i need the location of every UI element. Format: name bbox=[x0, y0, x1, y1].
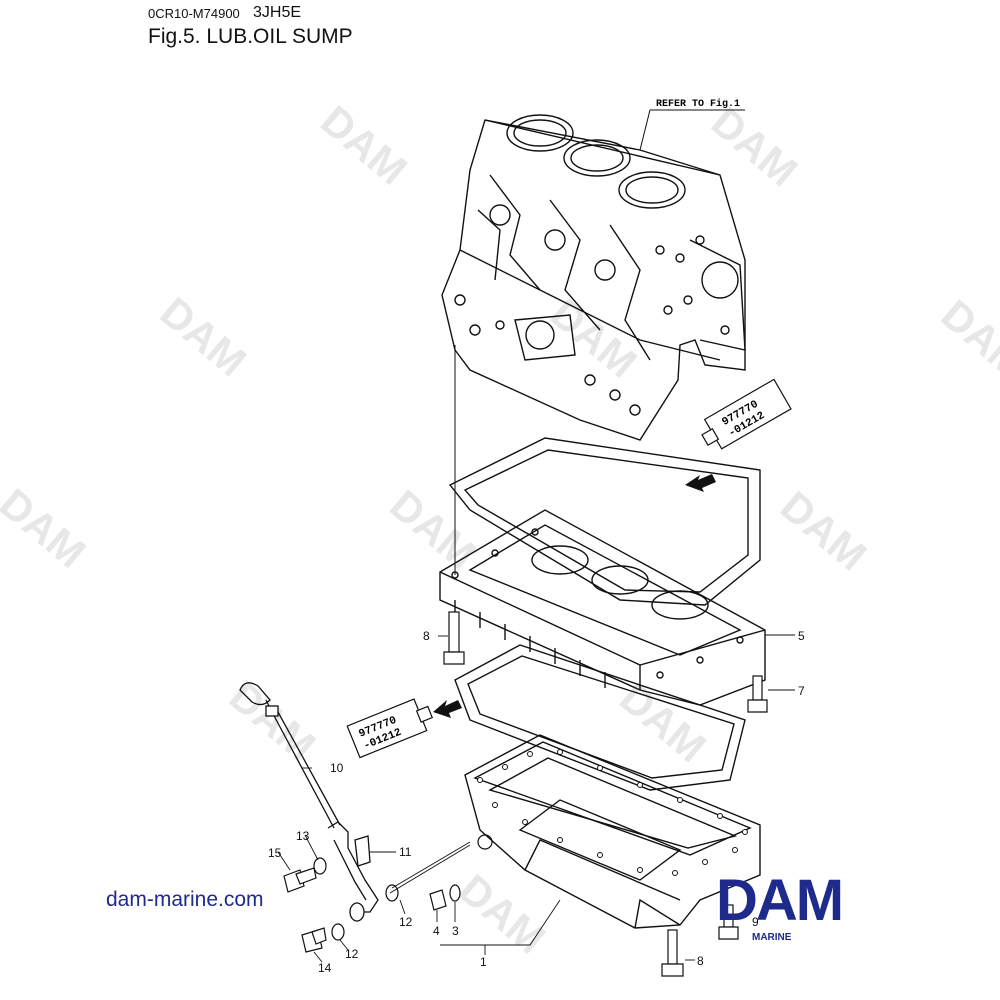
bolt-7 bbox=[747, 675, 768, 713]
watermark: DAM bbox=[703, 98, 806, 195]
logo-text: DAM bbox=[716, 868, 844, 933]
callout-1: 1 bbox=[480, 955, 487, 969]
drain-plug-4 bbox=[429, 889, 447, 911]
engine-model: 3JH5E bbox=[253, 4, 302, 21]
sealant-tube-lower: 977770 -01212 bbox=[346, 698, 434, 759]
dipstick-guide-tube bbox=[327, 821, 379, 922]
refer-note: REFER TO Fig.1 bbox=[639, 98, 745, 151]
watermark: DAM bbox=[611, 674, 714, 771]
watermark-layer: DAM DAM DAM DAM DAM DAM DAM DAM DAM DAM … bbox=[0, 0, 1000, 963]
callout-numbers: 1 2 3 4 5 7 8 8 9 10 11 12 12 13 14 15 bbox=[268, 629, 805, 975]
sealant-tube-upper: 977770 -01212 bbox=[701, 378, 792, 450]
callout-4: 4 bbox=[433, 924, 440, 938]
upper-gasket bbox=[448, 437, 761, 606]
callout-9: 9 bbox=[752, 915, 759, 929]
sealant-arrow-icon bbox=[433, 700, 462, 718]
leader-lines bbox=[277, 634, 795, 963]
washer-13 bbox=[313, 857, 327, 875]
oil-sump-frame bbox=[439, 509, 766, 706]
callout-15: 15 bbox=[268, 846, 282, 860]
document-code: 0CR10-M74900 bbox=[148, 6, 240, 21]
sealant-arrow-icon bbox=[685, 474, 716, 492]
watermark: DAM bbox=[312, 96, 415, 193]
plug-14 bbox=[301, 927, 327, 953]
watermark: DAM bbox=[473, 0, 576, 2]
washer-12-right bbox=[385, 884, 399, 902]
website-link[interactable]: dam-marine.com bbox=[106, 888, 264, 911]
callout-12-lower: 12 bbox=[345, 947, 359, 961]
watermark: DAM bbox=[152, 288, 255, 385]
refer-note-text: REFER TO Fig.1 bbox=[656, 98, 740, 110]
watermark: DAM bbox=[221, 672, 324, 769]
cylinder-block bbox=[441, 114, 746, 441]
callout-10: 10 bbox=[330, 761, 344, 775]
watermark: DAM bbox=[0, 479, 94, 576]
washer-12-lower bbox=[331, 923, 345, 941]
callout-12-right: 12 bbox=[399, 915, 413, 929]
dam-marine-logo: DAM MARINE bbox=[716, 868, 896, 948]
callout-14: 14 bbox=[318, 961, 332, 975]
bolt-9 bbox=[718, 904, 739, 940]
watermark: DAM bbox=[772, 482, 875, 579]
logo-subtext: MARINE bbox=[752, 932, 792, 943]
callout-11: 11 bbox=[399, 845, 412, 859]
callout-5: 5 bbox=[798, 629, 805, 643]
lower-gasket bbox=[454, 644, 746, 791]
dipstick bbox=[239, 682, 341, 829]
callout-3: 3 bbox=[452, 924, 459, 938]
figure-title: Fig.5. LUB.OIL SUMP bbox=[148, 25, 353, 48]
oil-pan bbox=[464, 734, 761, 929]
callout-8-upper: 8 bbox=[423, 629, 430, 643]
bolt-8-lower bbox=[661, 929, 684, 977]
callout-7: 7 bbox=[798, 684, 805, 698]
callout-13: 13 bbox=[296, 829, 310, 843]
watermark: DAM bbox=[451, 865, 554, 962]
washer-3 bbox=[449, 884, 461, 902]
callout-8-lower: 8 bbox=[697, 954, 704, 968]
bolt-8-upper bbox=[443, 611, 465, 665]
bolt-15 bbox=[283, 867, 317, 893]
watermark: DAM bbox=[933, 291, 1000, 388]
